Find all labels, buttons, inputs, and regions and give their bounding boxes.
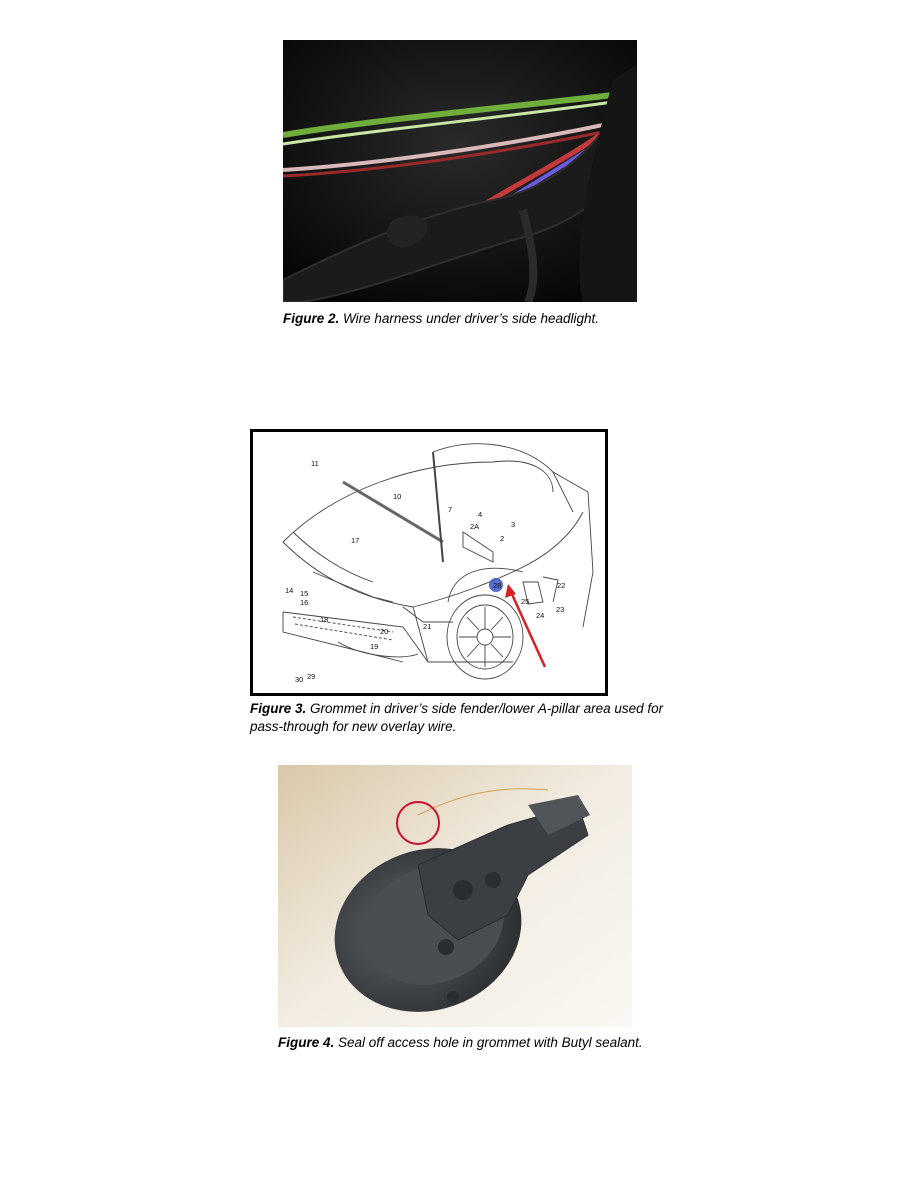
figure-4-caption: Figure 4. Seal off access hole in gromme… (278, 1034, 698, 1052)
figure-3-diagram: 28 11 10 7 4 2A 3 2 17 14 15 16 18 20 19… (250, 429, 608, 696)
callout-17: 17 (351, 536, 359, 545)
callout-29: 29 (307, 672, 315, 681)
figure-4-label: Figure 4. (278, 1035, 335, 1050)
callout-25: 25 (521, 597, 529, 606)
callout-19: 19 (370, 642, 378, 651)
grommet-image (278, 765, 632, 1027)
figure-2-label: Figure 2. (283, 311, 340, 326)
figure-3-label: Figure 3. (250, 701, 307, 716)
figure-4-caption-text: Seal off access hole in grommet with But… (334, 1035, 643, 1050)
figure-2-caption-text: Wire harness under driver’s side headlig… (339, 311, 600, 326)
callout-18: 18 (320, 615, 328, 624)
callout-22: 22 (557, 581, 565, 590)
callout-16: 16 (300, 598, 308, 607)
fender-diagram-image: 28 11 10 7 4 2A 3 2 17 14 15 16 18 20 19… (282, 443, 594, 684)
highlight-circle (489, 578, 503, 592)
access-hole-ring (396, 801, 440, 845)
figure-3-caption: Figure 3. Grommet in driver’s side fende… (250, 700, 680, 736)
red-arrow (505, 584, 547, 668)
figure-2-photo (283, 40, 637, 302)
callout-15: 15 (300, 589, 308, 598)
callout-14: 14 (285, 586, 293, 595)
callout-7: 7 (448, 505, 452, 514)
callout-28: 28 (493, 581, 501, 590)
figure-2-caption: Figure 2. Wire harness under driver’s si… (283, 310, 703, 328)
figure-3-caption-text: Grommet in driver’s side fender/lower A-… (250, 701, 664, 734)
callout-20: 20 (380, 627, 388, 636)
callout-24: 24 (536, 611, 544, 620)
figure-4-photo (278, 765, 632, 1027)
wire-harness-image (283, 40, 637, 302)
callout-10: 10 (393, 492, 401, 501)
callout-30: 30 (295, 675, 303, 684)
callout-21: 21 (423, 622, 431, 631)
callout-4: 4 (478, 510, 482, 519)
callout-23: 23 (556, 605, 564, 614)
callout-2A: 2A (470, 522, 479, 531)
callout-3: 3 (511, 520, 515, 529)
callout-11: 11 (311, 459, 319, 468)
callout-2: 2 (500, 534, 504, 543)
